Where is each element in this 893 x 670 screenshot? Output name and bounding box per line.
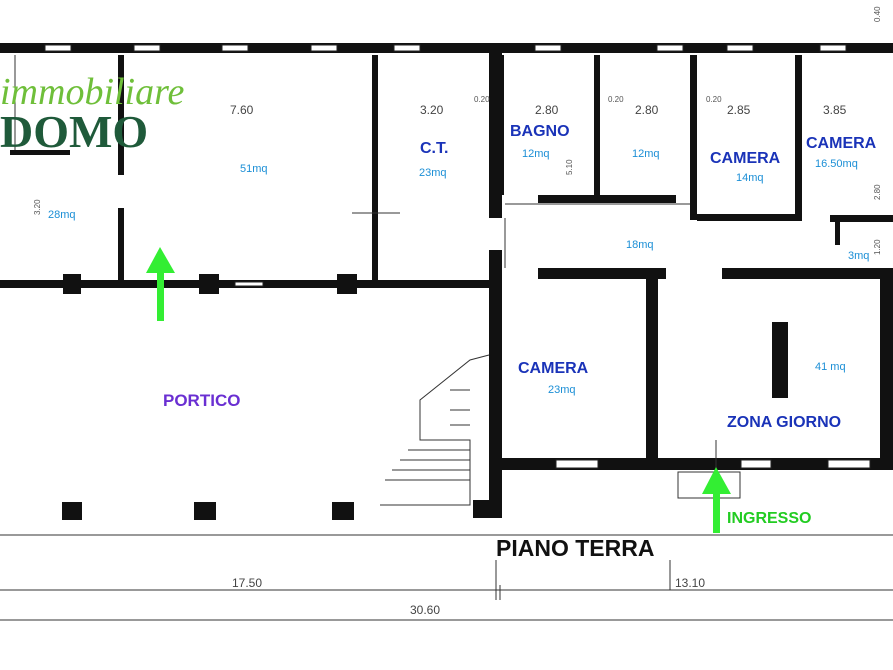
dim-top-1: 3.20	[420, 103, 444, 117]
room-area-camera-2: 16.50mq	[815, 158, 858, 170]
entrance-arrow-icon	[702, 467, 731, 533]
thin-lines	[0, 55, 893, 621]
room-name-camera-3: CAMERA	[518, 360, 589, 377]
room-name-ct: C.T.	[420, 140, 448, 157]
dim-small-3: 0.20	[706, 95, 722, 104]
dim-small-5: 1.20	[873, 239, 882, 255]
windows	[44, 44, 871, 469]
dim-small-7: 2.80	[873, 184, 882, 200]
level-label: PIANO TERRA	[496, 535, 654, 561]
room-area-ct: 23mq	[419, 167, 447, 179]
watermark-script-text: immobiliare	[0, 71, 184, 113]
dim-top-5: 3.85	[823, 103, 847, 117]
room-area-bath2: 12mq	[632, 148, 660, 160]
room-area-living: 41 mq	[815, 361, 846, 373]
room-name-bagno: BAGNO	[510, 123, 570, 140]
dim-bottom-left: 17.50	[232, 576, 262, 590]
entrance-label: INGRESSO	[727, 510, 811, 527]
dim-small-4: 3.20	[33, 199, 42, 215]
portico-label: PORTICO	[163, 391, 240, 410]
room-name-zona-giorno: ZONA GIORNO	[727, 414, 841, 431]
room-labels: 28mq 51mq C.T. 23mq BAGNO 12mq 12mq CAME…	[48, 123, 877, 431]
room-area-camera-1: 14mq	[736, 172, 764, 184]
room-area-camera-3: 23mq	[548, 384, 576, 396]
watermark-logo-text: DOMO	[0, 106, 148, 157]
room-area-hall: 18mq	[626, 239, 654, 251]
portico-arrow-icon	[146, 247, 175, 321]
dim-small-1: 0.20	[474, 95, 490, 104]
dim-bottom-right: 13.10	[675, 576, 705, 590]
room-area-2: 51mq	[240, 163, 268, 175]
dim-top-0: 7.60	[230, 103, 254, 117]
dimension-labels: 7.60 3.20 2.80 2.80 2.85 3.85 0.40 0.20 …	[33, 6, 882, 617]
room-area-bagno: 12mq	[522, 148, 550, 160]
dim-small-6: 5.10	[565, 159, 574, 175]
dim-top-2: 2.80	[535, 103, 559, 117]
dim-top-4: 2.85	[727, 103, 751, 117]
room-area-1: 28mq	[48, 209, 76, 221]
dim-total: 30.60	[410, 603, 440, 617]
pillars	[62, 274, 357, 520]
dim-small-2: 0.20	[608, 95, 624, 104]
dim-small-0: 0.40	[873, 6, 882, 22]
room-name-camera-1: CAMERA	[710, 150, 781, 167]
room-name-camera-2: CAMERA	[806, 135, 877, 152]
room-area-small: 3mq	[848, 250, 869, 262]
dim-top-3: 2.80	[635, 103, 659, 117]
